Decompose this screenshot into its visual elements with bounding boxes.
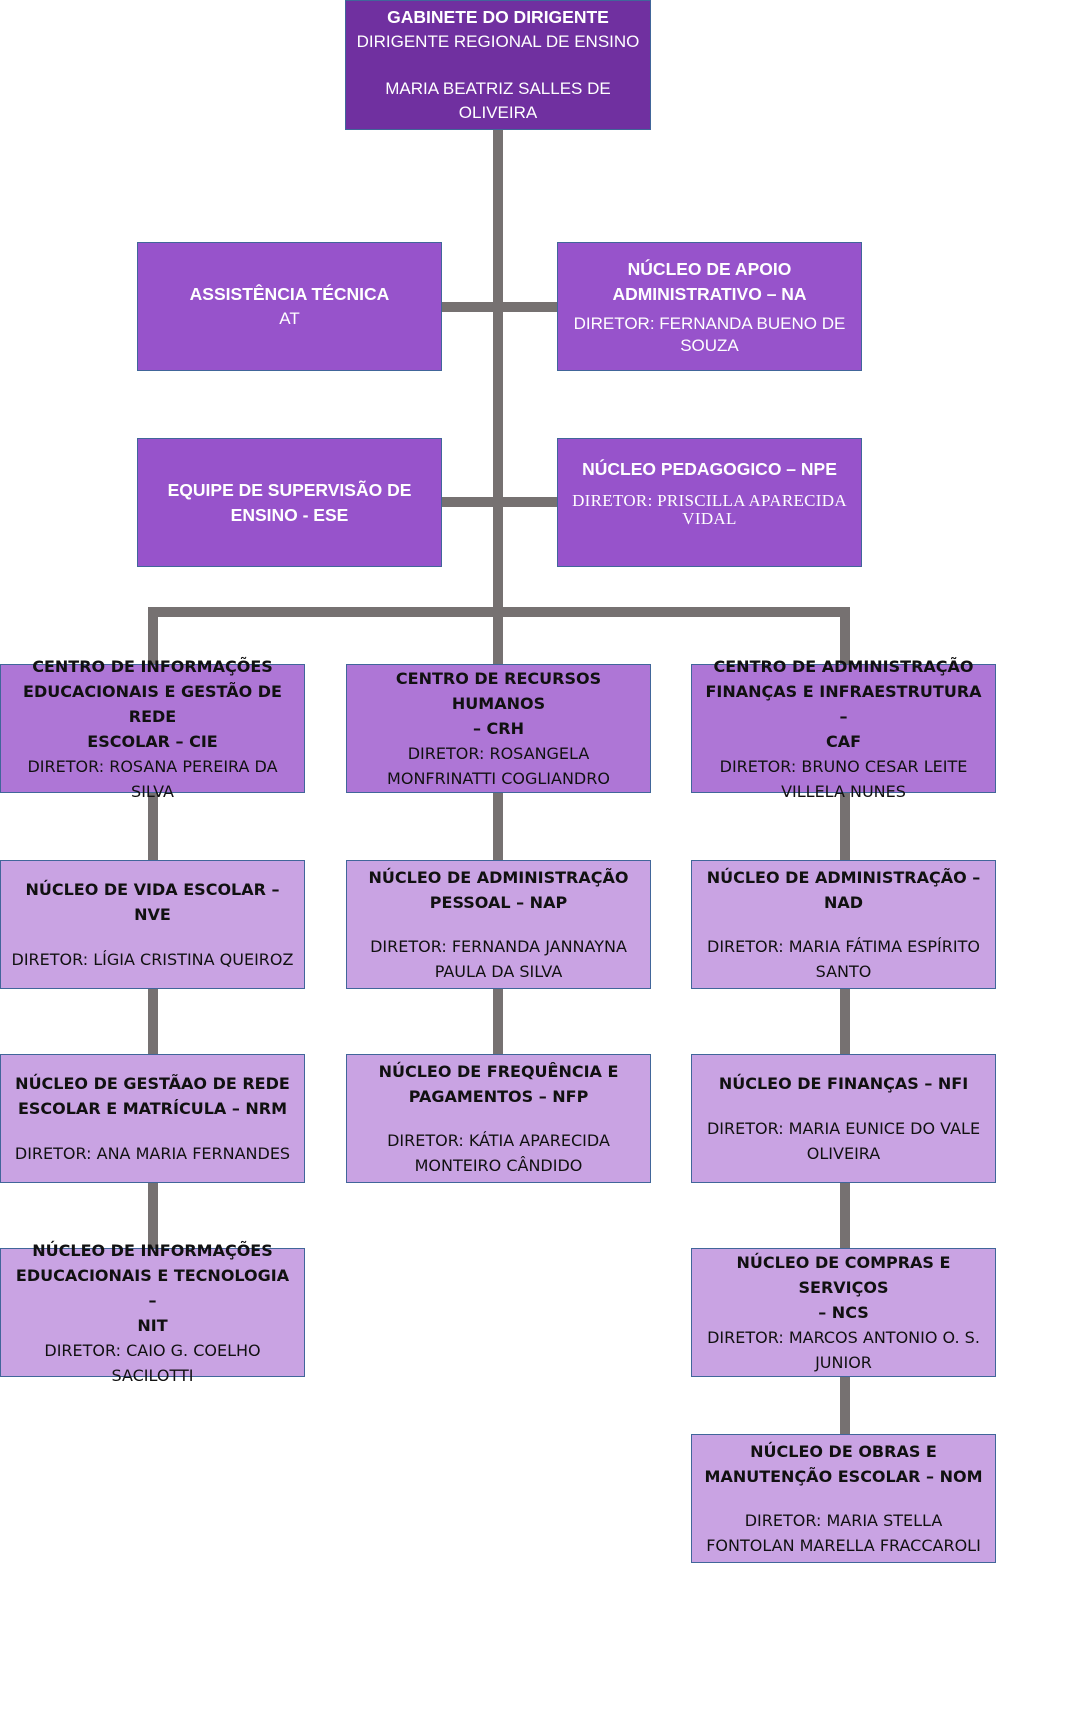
node-director: DIRETOR: LÍGIA CRISTINA QUEIROZ [11, 950, 294, 969]
cie-drop-connector [148, 607, 158, 664]
org-node-assistencia-tecnica: ASSISTÊNCIA TÉCNICA AT [137, 242, 442, 371]
org-node-center-crh: CENTRO DE RECURSOS HUMANOS– CRH DIRETOR: … [346, 664, 651, 793]
node-director: MARIA BEATRIZ SALLES DE OLIVEIRA [385, 79, 611, 122]
crh-drop-connector [493, 607, 503, 664]
org-node-nucleus-ncs: NÚCLEO DE COMPRAS E SERVIÇOS– NCS DIRETOR… [691, 1248, 996, 1377]
node-title: CENTRO DE RECURSOS HUMANOS– CRH [395, 669, 602, 738]
node-title: NÚCLEO PEDAGOGICO – NPE [582, 459, 837, 479]
staff-row2-connector [441, 497, 557, 507]
node-title: GABINETE DO DIRIGENTE [387, 7, 609, 27]
node-title: ASSISTÊNCIA TÉCNICA [189, 284, 390, 304]
node-director: DIRETOR: FERNANDA BUENO DE SOUZA [573, 313, 846, 355]
node-title: NÚCLEO DE COMPRAS E SERVIÇOS– NCS [736, 1253, 951, 1322]
node-director: DIRETOR: PRISCILLA APARECIDA VIDAL [572, 491, 847, 528]
node-title: NÚCLEO DE VIDA ESCOLAR – NVE [25, 880, 280, 924]
org-node-nucleo-apoio-administrativo: NÚCLEO DE APOIO ADMINISTRATIVO – NA DIRE… [557, 242, 862, 371]
node-director: DIRETOR: MARCOS ANTONIO O. S.JUNIOR [707, 1328, 980, 1372]
trunk-connector [493, 130, 503, 617]
node-role: DIRIGENTE REGIONAL DE ENSINO [356, 32, 640, 51]
node-title: EQUIPE DE SUPERVISÃO DE ENSINO - ESE [167, 479, 412, 525]
org-node-nucleus-nad: NÚCLEO DE ADMINISTRAÇÃO –NAD DIRETOR: MAR… [691, 860, 996, 989]
node-title: NÚCLEO DE ADMINISTRAÇÃO –NAD [706, 868, 981, 912]
node-title: NÚCLEO DE APOIO ADMINISTRATIVO – NA [612, 258, 807, 304]
org-node-nucleus-nve: NÚCLEO DE VIDA ESCOLAR – NVE DIRETOR: LÍG… [0, 860, 305, 989]
org-node-nucleus-nfi: NÚCLEO DE FINANÇAS – NFI DIRETOR: MARIA E… [691, 1054, 996, 1183]
staff-row1-connector [441, 302, 557, 312]
org-node-nucleo-pedagogico: NÚCLEO PEDAGOGICO – NPE DIRETOR: PRISCIL… [557, 438, 862, 567]
org-node-gabinete-dirigente: GABINETE DO DIRIGENTE DIRIGENTE REGIONAL… [345, 0, 651, 130]
caf-drop-connector [840, 607, 850, 664]
org-node-equipe-supervisao-ensino: EQUIPE DE SUPERVISÃO DE ENSINO - ESE [137, 438, 442, 567]
node-director: DIRETOR: ANA MARIA FERNANDES [14, 1144, 291, 1163]
node-title: NÚCLEO DE FINANÇAS – NFI [718, 1074, 969, 1093]
node-subtitle: AT [279, 309, 300, 328]
